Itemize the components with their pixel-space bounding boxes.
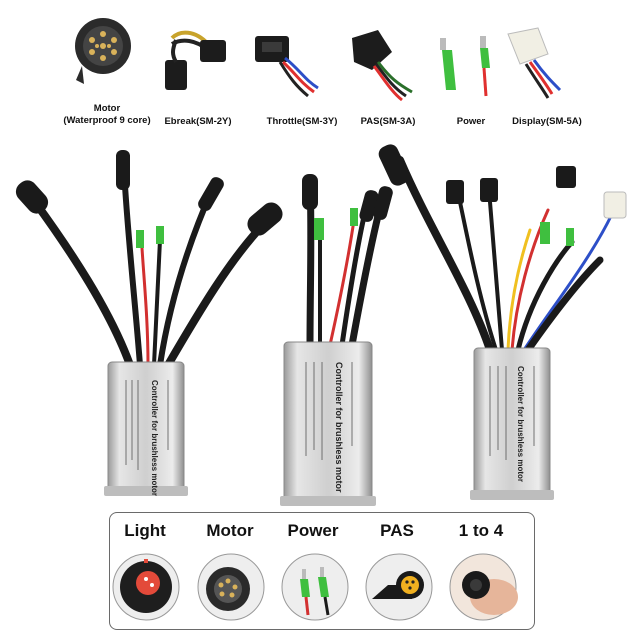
light-plug-icon xyxy=(112,553,180,621)
pas-label: PAS xyxy=(380,521,414,540)
power-terminal-icon xyxy=(440,36,490,97)
display-connector-label: Display(SM-5A) xyxy=(512,116,582,127)
controller-medium-cables xyxy=(302,174,393,349)
pas-connector-label: PAS(SM-3A) xyxy=(360,116,416,127)
motor-connector-label: Motor (Waterproof 9 core) xyxy=(63,103,151,126)
controller-small-title: Controller for brushless motor xyxy=(150,380,159,496)
throttle-connector-label: Throttle(SM-3Y) xyxy=(266,116,338,127)
pas-connector-icon xyxy=(352,30,413,102)
motor-plug-icon xyxy=(197,553,265,621)
connector-legend-panel: Light Motor Power PAS 1 to 4 xyxy=(109,512,535,630)
connector-row xyxy=(75,18,562,102)
pas-plug-icon xyxy=(365,553,433,621)
controller-small-cables xyxy=(15,150,283,369)
motor-plug-icon xyxy=(75,18,131,84)
light-label: Light xyxy=(124,521,166,540)
ebrake-connector-label: Ebreak(SM-2Y) xyxy=(164,116,232,127)
controller-large-title: Controller for brushless motor xyxy=(516,366,525,482)
throttle-connector-icon xyxy=(255,36,319,98)
motor-label: Motor xyxy=(206,521,254,540)
display-connector-icon xyxy=(507,27,562,99)
one-to-four-plug-icon xyxy=(449,553,518,621)
ebrake-connector-icon xyxy=(165,30,226,90)
controller-small-box: Controller for brushless motor xyxy=(104,361,188,496)
controllers-illustration: Controller for brushless motor Controlle… xyxy=(15,144,627,506)
power-label: Power xyxy=(287,521,339,540)
legend-plugs xyxy=(112,553,518,621)
controller-large-box: Controller for brushless motor xyxy=(470,347,554,500)
one-to-four-label: 1 to 4 xyxy=(458,521,504,540)
power-connector-label: Power xyxy=(456,116,486,127)
power-terminal-icon xyxy=(281,553,349,621)
controller-large-cables xyxy=(378,144,627,354)
controller-medium-box: Controller for brushless motor xyxy=(280,341,376,506)
controller-medium-title: Controller for brushless motor xyxy=(334,362,344,493)
